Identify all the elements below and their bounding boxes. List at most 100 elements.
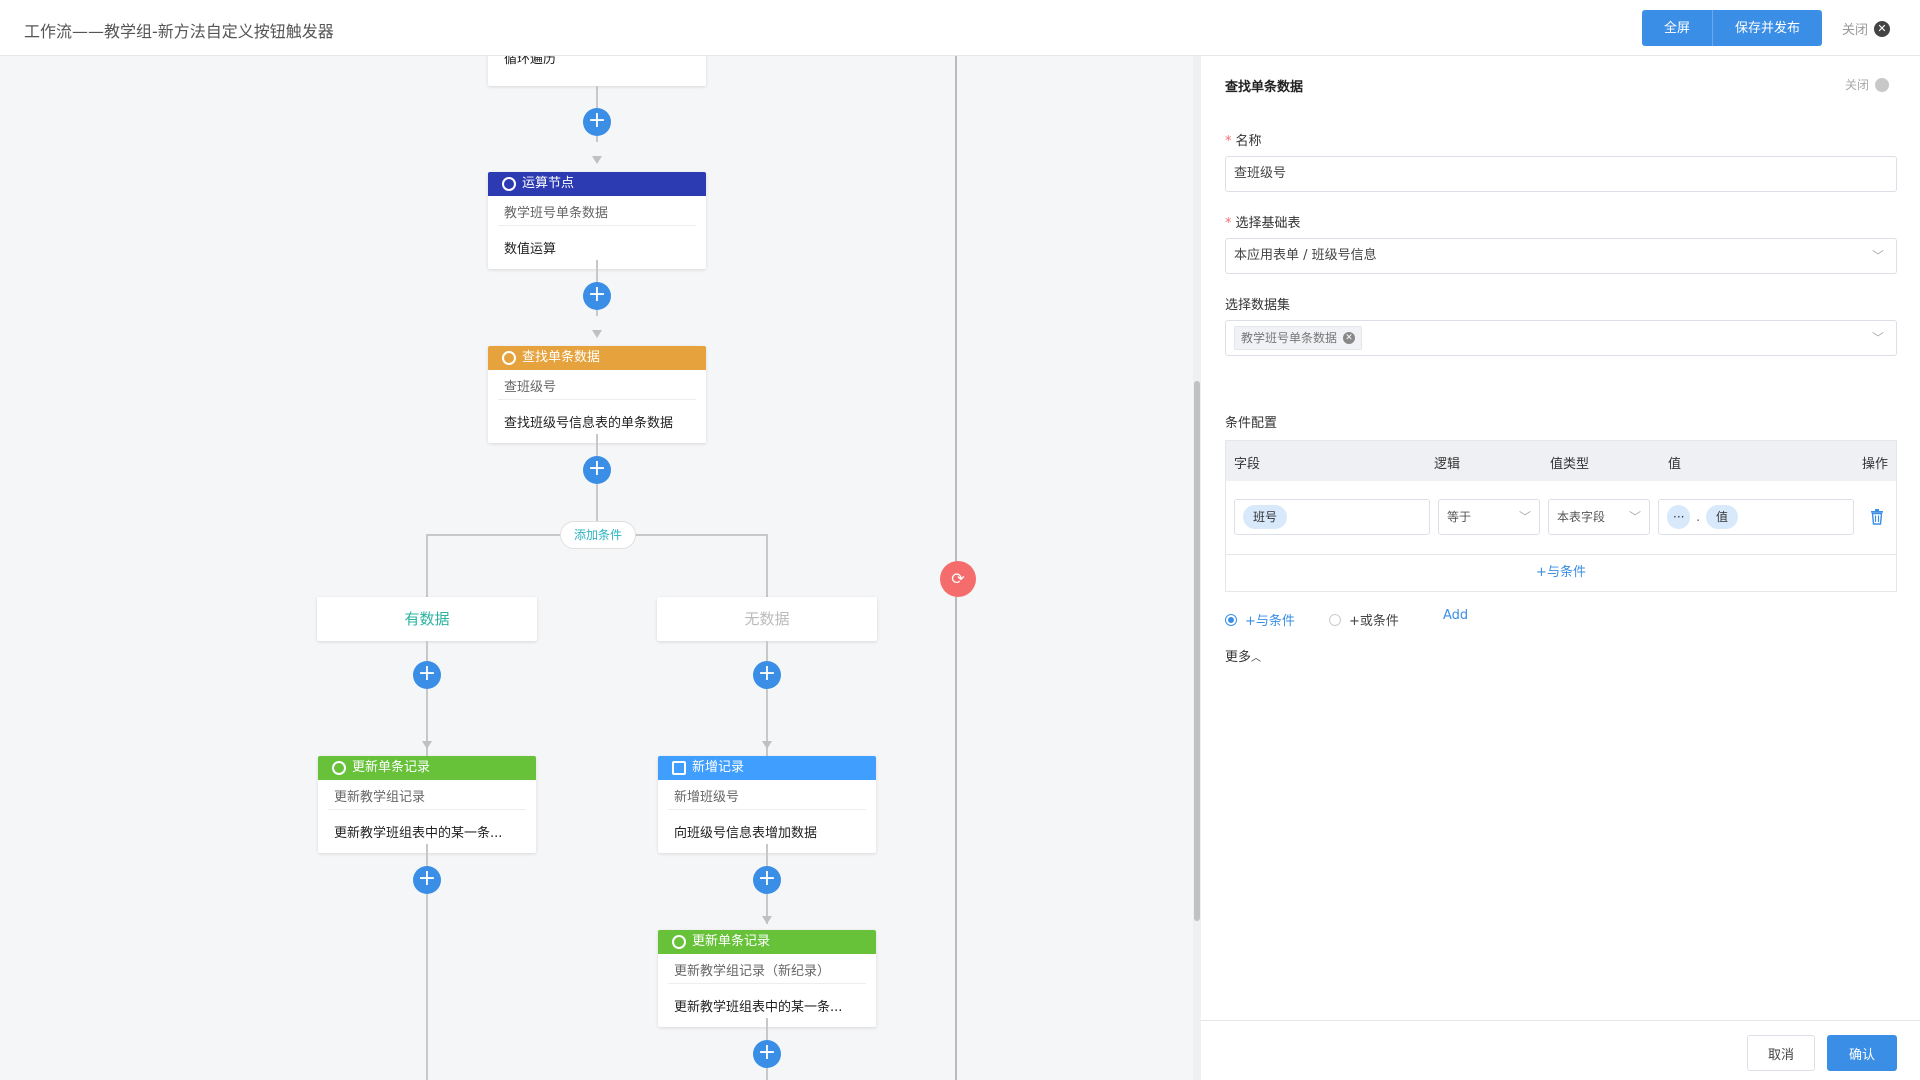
find-node-title: 查找单条数据 [522, 350, 601, 365]
update-node-2-header: 更新单条记录 [658, 930, 876, 954]
loop-node[interactable]: 循环遍历 [488, 56, 706, 86]
chevron-down-icon: ﹀ [1871, 331, 1884, 345]
save-publish-button[interactable]: 保存并发布 [1712, 10, 1823, 46]
col-field: 字段 [1234, 457, 1261, 472]
loop-node-desc: 循环遍历 [504, 56, 557, 67]
add-node-button[interactable]: + [583, 282, 611, 310]
compute-node[interactable]: 运算节点 教学班号单条数据 数值运算 [488, 172, 706, 269]
chevron-down-icon: ﹀ [1871, 249, 1884, 263]
arrow [592, 156, 602, 164]
dataset-select[interactable]: 教学班号单条数据 ✕ ﹀ [1225, 320, 1897, 356]
field-pill: 班号 [1243, 505, 1288, 529]
value-dot: . [1696, 509, 1701, 524]
compute-node-title: 运算节点 [522, 176, 575, 191]
page-title: 工作流——教学组-新方法自定义按钮触发器 [24, 22, 334, 41]
panel-close-button[interactable]: 关闭 [1845, 76, 1890, 93]
connector [426, 534, 428, 654]
connector [766, 641, 768, 801]
fullscreen-button[interactable]: 全屏 [1642, 10, 1713, 46]
connector [766, 534, 768, 654]
radio-and[interactable]: +与条件 [1225, 610, 1295, 629]
workflow-canvas[interactable]: 循环遍历 + 运算节点 教学班号单条数据 数值运算 + 查找单条数据 查班级号 … [0, 56, 1196, 1080]
add-node-button[interactable]: + [413, 661, 441, 689]
chevron-up-icon: ︿ [1251, 653, 1262, 664]
update-node-2-title: 更新单条记录 [692, 934, 771, 949]
col-value: 值 [1668, 457, 1682, 472]
find-single-node[interactable]: 查找单条数据 查班级号 查找班级号信息表的单条数据 [488, 346, 706, 443]
condition-row: 班号 等于 ﹀ 本表字段 ﹀ ··· . 值 [1226, 481, 1896, 555]
header-button-group: 全屏 保存并发布 [1642, 10, 1823, 46]
tag-close-icon[interactable]: ✕ [1343, 332, 1356, 344]
field-select[interactable]: 班号 [1234, 499, 1430, 535]
radio-or-label: +或条件 [1349, 614, 1399, 629]
top-close-button[interactable]: 关闭 ✕ [1842, 19, 1891, 38]
logic-value: 等于 [1447, 510, 1472, 524]
condition-table-header: 字段 逻辑 值类型 值 操作 [1226, 441, 1896, 481]
base-table-value: 本应用表单 / 班级号信息 [1234, 248, 1377, 263]
value-type-value: 本表字段 [1557, 510, 1606, 524]
top-close-label: 关闭 [1842, 23, 1869, 38]
name-input[interactable]: 查班级号 [1225, 156, 1897, 192]
compute-icon [502, 177, 516, 191]
logic-select[interactable]: 等于 ﹀ [1438, 499, 1540, 535]
canvas-scrollbar[interactable] [1193, 56, 1201, 1080]
more-toggle[interactable]: 更多︿ [1225, 646, 1261, 665]
trash-icon[interactable] [1870, 509, 1884, 525]
dataset-tag-label: 教学班号单条数据 [1241, 331, 1338, 345]
connector [426, 641, 428, 801]
update-record-node[interactable]: 更新单条记录 更新教学组记录 更新教学班组表中的某一条... [318, 756, 536, 853]
value-input[interactable]: ··· . 值 [1658, 499, 1854, 535]
condition-label: 条件配置 [1225, 416, 1278, 431]
dataset-label: 选择数据集 [1225, 298, 1291, 313]
col-logic: 逻辑 [1434, 457, 1461, 472]
col-value-type: 值类型 [1550, 457, 1590, 472]
find-node-sub: 查班级号 [498, 370, 696, 400]
add-node-button[interactable]: + [583, 108, 611, 136]
search-icon [502, 351, 516, 365]
add-node-button[interactable]: + [753, 661, 781, 689]
add-node-title: 新增记录 [692, 760, 745, 775]
panel-footer: 取消 确认 [1201, 1020, 1920, 1080]
update-record-node-2[interactable]: 更新单条记录 更新教学组记录（新纪录） 更新教学班组表中的某一条... [658, 930, 876, 1027]
arrow [422, 741, 432, 749]
add-node-button[interactable]: + [753, 1040, 781, 1068]
add-node-button[interactable]: + [753, 866, 781, 894]
base-table-select[interactable]: 本应用表单 / 班级号信息 ﹀ [1225, 238, 1897, 274]
refresh-icon [672, 935, 686, 949]
add-record-icon [672, 761, 686, 775]
compute-node-sub: 教学班号单条数据 [498, 196, 696, 226]
value-type-select[interactable]: 本表字段 ﹀ [1548, 499, 1650, 535]
connector [426, 844, 428, 1080]
confirm-button[interactable]: 确认 [1827, 1035, 1898, 1071]
panel-close-label: 关闭 [1845, 78, 1870, 92]
condition-table: 字段 逻辑 值类型 值 操作 班号 等于 ﹀ 本表字段 ﹀ ··· . 值 [1225, 440, 1897, 592]
add-node-button[interactable]: + [583, 456, 611, 484]
refresh-icon [332, 761, 346, 775]
arrow [592, 330, 602, 338]
branch-has-data[interactable]: 有数据 [317, 597, 537, 641]
col-operation: 操作 [1862, 457, 1889, 472]
chevron-down-icon: ﹀ [1628, 510, 1641, 524]
add-node-button[interactable]: + [413, 866, 441, 894]
chevron-down-icon: ﹀ [1518, 510, 1531, 524]
add-node-header: 新增记录 [658, 756, 876, 780]
radio-or[interactable]: +或条件 [1329, 610, 1399, 629]
cancel-button[interactable]: 取消 [1747, 1035, 1816, 1071]
close-icon [1875, 77, 1890, 92]
update-node-sub: 更新教学组记录 [328, 780, 526, 810]
branch-no-data[interactable]: 无数据 [657, 597, 877, 641]
add-condition-button[interactable]: 添加条件 [560, 521, 636, 549]
top-bar: 工作流——教学组-新方法自定义按钮触发器 全屏 保存并发布 关闭 ✕ [0, 0, 1920, 56]
radio-or-circle [1329, 613, 1341, 626]
compute-node-header: 运算节点 [488, 172, 706, 196]
value-pill: 值 [1705, 505, 1738, 529]
scrollbar-thumb[interactable] [1194, 381, 1200, 921]
add-and-row-button[interactable]: +与条件 [1536, 565, 1586, 580]
name-label: *名称 [1225, 134, 1262, 149]
base-table-label: *选择基础表 [1225, 216, 1301, 231]
more-label: 更多 [1225, 650, 1252, 665]
collapse-button[interactable]: ⟳ [940, 561, 976, 597]
add-record-node[interactable]: 新增记录 新增班级号 向班级号信息表增加数据 [658, 756, 876, 853]
add-link[interactable]: Add [1443, 608, 1469, 623]
update-node-2-sub: 更新教学组记录（新纪录） [668, 954, 866, 984]
